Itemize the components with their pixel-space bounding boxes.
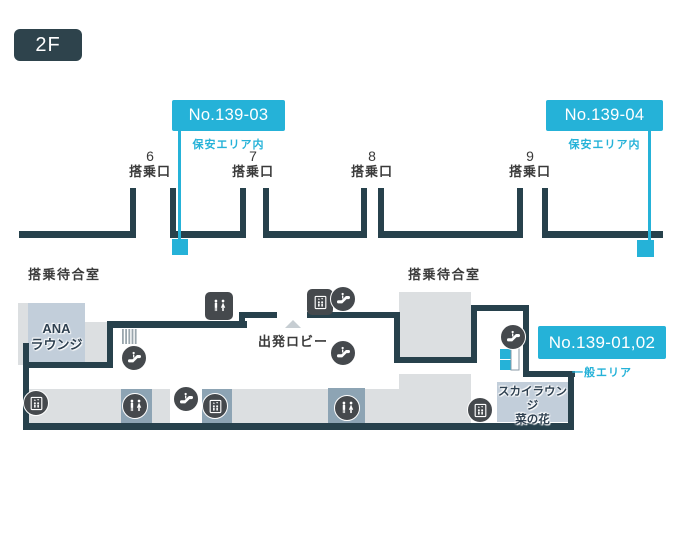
gate-number: 7	[249, 148, 257, 164]
waiting-room-label-left: 搭乗待合室	[28, 267, 101, 282]
sign-location-marker	[500, 360, 511, 370]
gate-word: 搭乗口	[231, 164, 274, 179]
restroom-icon	[122, 393, 148, 419]
waiting-room-label-right: 搭乗待合室	[408, 267, 481, 282]
sky-lounge-label: スカイラウンジ 菜の花	[493, 386, 572, 427]
escalator-icon	[500, 324, 526, 350]
gate-number: 8	[368, 148, 376, 164]
elevator-icon	[202, 393, 228, 419]
escalator-icon	[121, 345, 147, 371]
sign-label[interactable]: No.139-04	[546, 100, 663, 131]
waiting-room-box-area	[399, 292, 471, 358]
sky-lounge-area	[497, 382, 568, 422]
gate-word: 搭乗口	[508, 164, 551, 179]
lobby-entrance-arrow	[285, 320, 301, 328]
escalator-icon	[173, 386, 199, 412]
sky-lounge-line2: 菜の花	[515, 413, 550, 426]
gate-number: 9	[526, 148, 534, 164]
sign-no-139-01-02[interactable]: No.139-01,02 一般エリア	[538, 326, 666, 380]
floor-badge: 2F	[14, 29, 82, 61]
elevator-icon	[307, 289, 333, 315]
sign-location-marker	[172, 239, 188, 255]
escalator-icon	[330, 340, 356, 366]
sky-lounge-line1: スカイラウンジ	[498, 386, 567, 412]
sign-area-note: 一般エリア	[572, 367, 632, 379]
lounge-areas	[28, 303, 568, 422]
ana-lounge-line2: ラウンジ	[30, 336, 83, 352]
restroom-icon	[334, 395, 360, 421]
sign-leader-line	[178, 131, 181, 247]
sign-location-marker	[500, 349, 511, 359]
restroom-icon	[205, 292, 233, 320]
sign-no-139-03[interactable]: No.139-03 保安エリア内	[172, 100, 285, 152]
gate-9-label: 9 搭乗口	[485, 148, 575, 180]
ana-lounge-side-area	[18, 303, 28, 365]
ana-lounge-side-area	[85, 322, 107, 365]
sign-label[interactable]: No.139-03	[172, 100, 285, 131]
sign-area-note: 保安エリア内	[568, 139, 641, 151]
sign-leader-line	[648, 131, 651, 248]
ana-lounge-label: ANA ラウンジ	[28, 321, 85, 352]
lobby-wall	[23, 305, 575, 430]
gate-wall	[19, 188, 663, 238]
stairs-icon	[122, 329, 137, 344]
gate-7-label: 7 搭乗口	[208, 148, 298, 180]
sign-area-note: 保安エリア内	[192, 139, 265, 151]
departure-lobby-label: 出発ロビー	[258, 334, 329, 349]
elevator-icon	[23, 390, 49, 416]
sign-location-marker	[637, 240, 654, 257]
sign-location-markers	[172, 131, 654, 371]
sign-no-139-04[interactable]: No.139-04 保安エリア内	[546, 100, 663, 152]
ana-lounge-area	[28, 303, 85, 365]
gate-word: 搭乗口	[350, 164, 393, 179]
gate-word: 搭乗口	[128, 164, 171, 179]
escalator-icon	[330, 286, 356, 312]
elevator-icon	[467, 397, 493, 423]
ana-lounge-line1: ANA	[42, 321, 71, 336]
corridor-area	[399, 374, 471, 423]
sign-label[interactable]: No.139-01,02	[538, 326, 666, 359]
gate-8-label: 8 搭乗口	[327, 148, 417, 180]
sign-stand	[510, 347, 520, 371]
gate-6-label: 6 搭乗口	[105, 148, 195, 180]
gate-number: 6	[146, 148, 154, 164]
